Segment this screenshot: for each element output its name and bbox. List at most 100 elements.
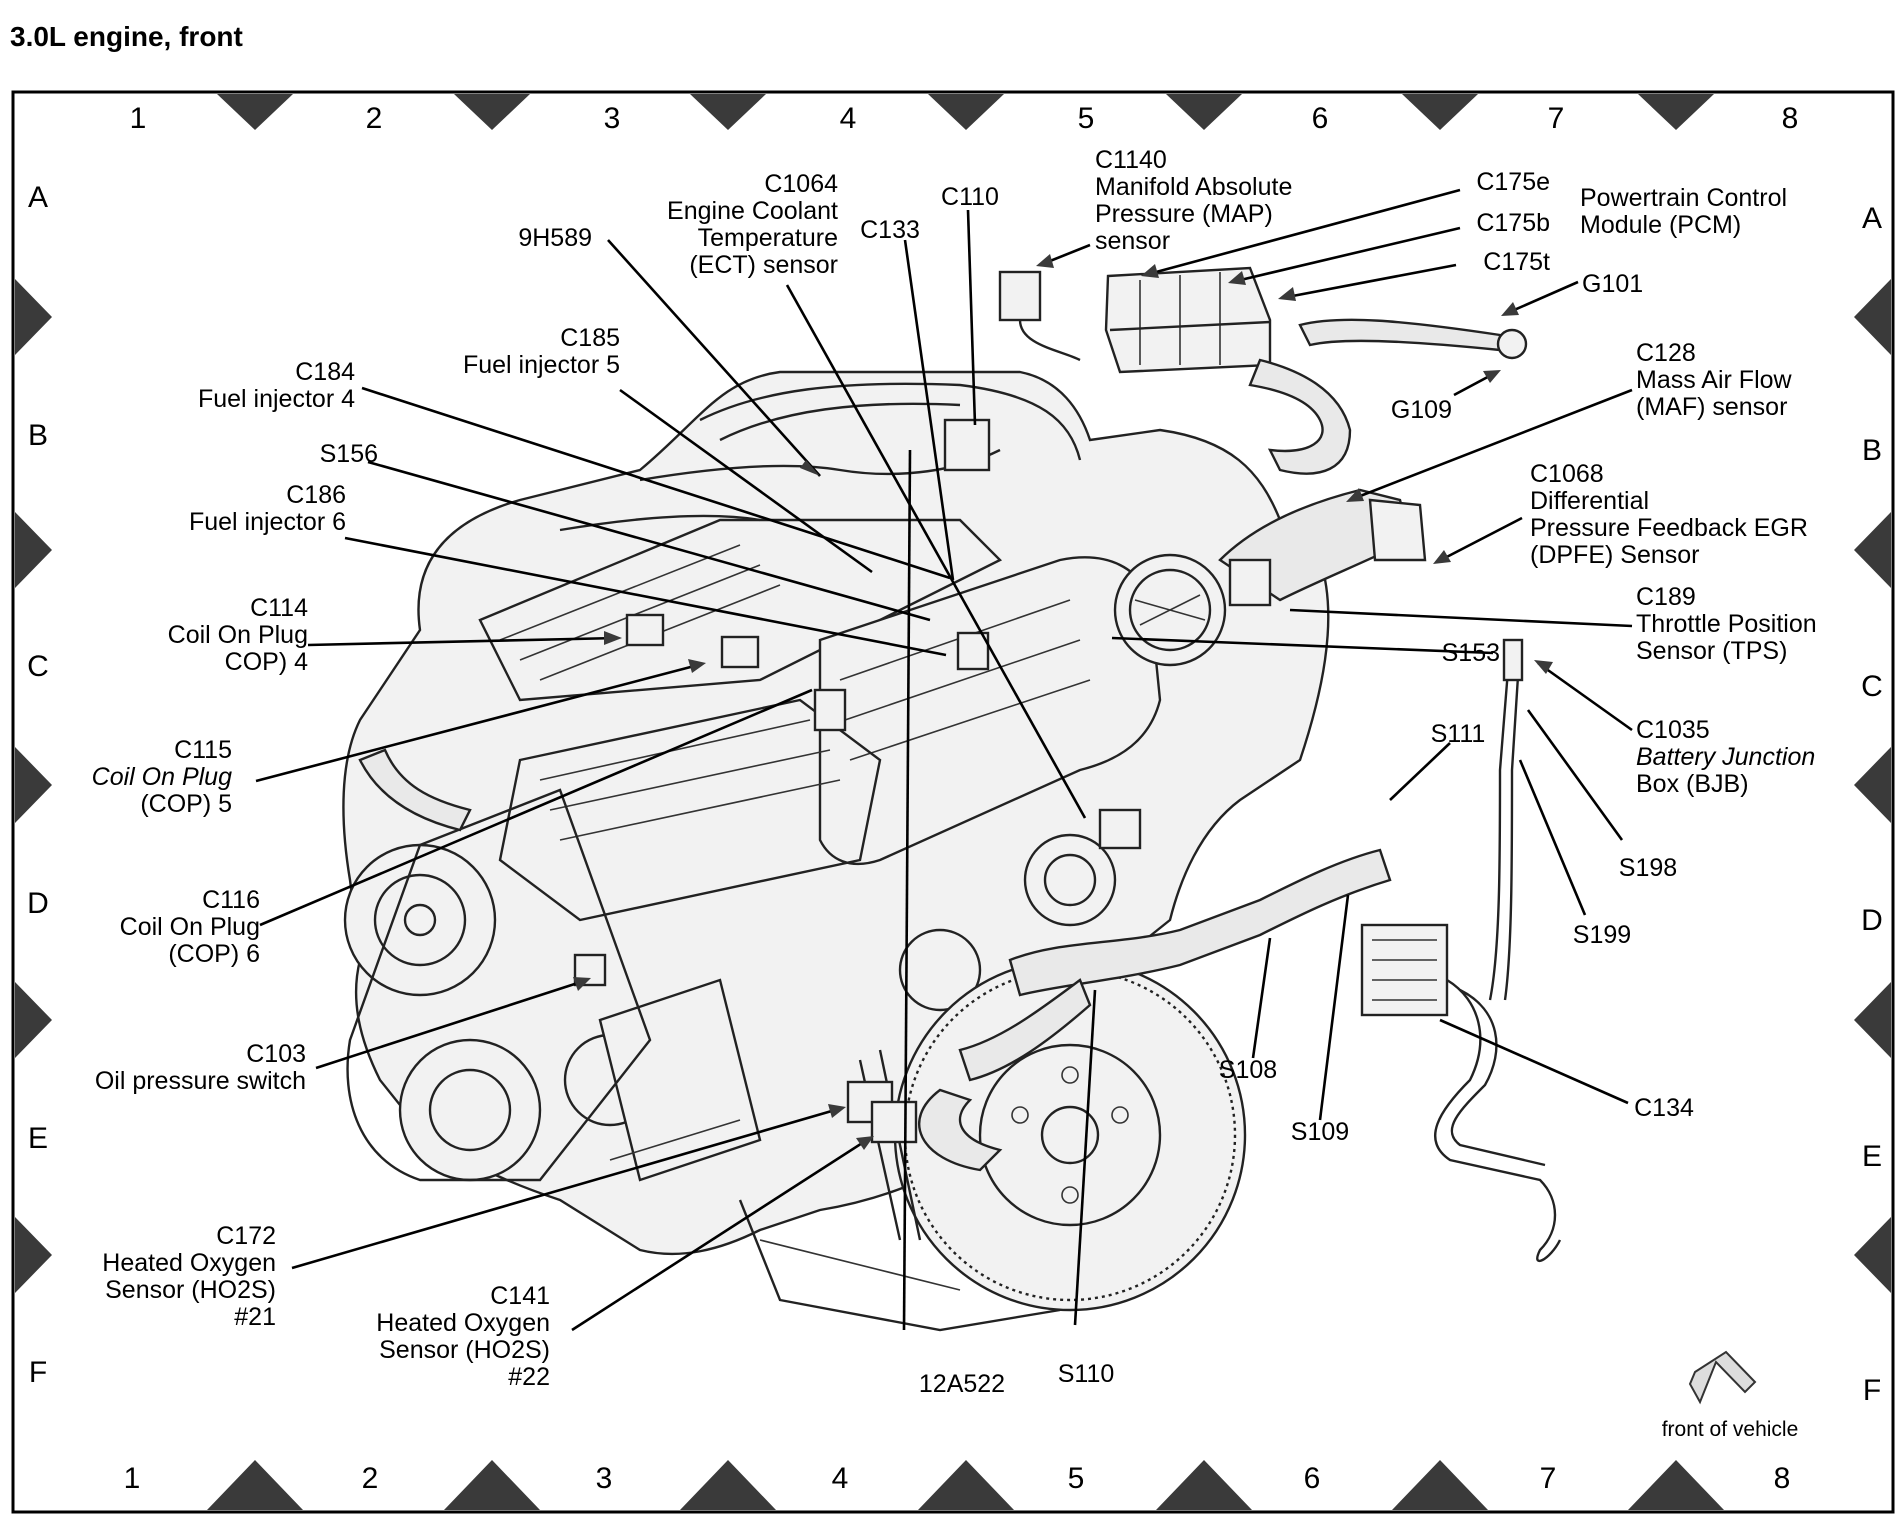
callout-s156-line-0: S156 — [320, 440, 378, 468]
callout-c128-line-0: C128 — [1636, 339, 1696, 367]
grid-divider-right-1 — [1854, 279, 1891, 355]
grid-column-bottom-8: 8 — [1774, 1462, 1791, 1495]
grid-row-left-C: C — [27, 650, 49, 683]
grid-column-bottom-7: 7 — [1540, 1462, 1557, 1495]
callout-g101: G101 — [1582, 270, 1643, 298]
callout-front: front of vehicle — [1662, 1418, 1799, 1441]
callout-c185-line-0: C185 — [560, 324, 620, 352]
grid-row-left-B: B — [28, 419, 48, 452]
callout-c186-line-1: Fuel injector 6 — [189, 508, 346, 536]
callout-c186-line-0: C186 — [286, 481, 346, 509]
grid-divider-left-5 — [15, 1217, 52, 1293]
grid-column-bottom-3: 3 — [596, 1462, 613, 1495]
callout-c114-line-2: COP) 4 — [225, 648, 308, 676]
engine-illustration — [342, 266, 1562, 1332]
grid-row-right-D: D — [1861, 904, 1883, 937]
callout-c1068-line-2: Pressure Feedback EGR — [1530, 514, 1808, 542]
callout-s110: S110 — [1058, 1360, 1115, 1388]
callout-pcm-line-1: Module (PCM) — [1580, 211, 1741, 239]
grid-divider-right-3 — [1854, 747, 1891, 823]
grid-column-bottom-5: 5 — [1068, 1462, 1085, 1495]
grid-divider-top-1 — [217, 94, 293, 130]
callout-c189-line-2: Sensor (TPS) — [1636, 637, 1787, 665]
callout-s199-line-0: S199 — [1573, 921, 1631, 949]
grid-divider-right-4 — [1854, 982, 1891, 1058]
grid-row-left-F: F — [29, 1356, 47, 1389]
grid-divider-top-3 — [690, 94, 766, 130]
callout-c1035-line-1: Battery Junction — [1636, 743, 1815, 771]
callout-c133-line-0: C133 — [860, 216, 920, 244]
callout-c172-line-2: Sensor (HO2S) — [105, 1276, 276, 1304]
callout-c133: C133 — [860, 216, 920, 244]
callout-c134: C134 — [1634, 1094, 1694, 1122]
callout-c175b-line-0: C175b — [1476, 209, 1550, 237]
callout-c114-line-0: C114 — [250, 594, 308, 622]
grid-divider-top-2 — [454, 94, 530, 130]
grid-divider-right-5 — [1854, 1217, 1891, 1293]
callout-s199: S199 — [1573, 921, 1631, 949]
grid-column-top-5: 5 — [1078, 102, 1095, 135]
grid-divider-left-2 — [15, 512, 52, 588]
grid-column-top-3: 3 — [604, 102, 621, 135]
grid-divider-top-7 — [1638, 94, 1714, 130]
grid-divider-top-5 — [1166, 94, 1242, 130]
callout-c1064-line-3: (ECT) sensor — [689, 251, 838, 279]
callout-c1064-line-2: Temperature — [698, 224, 838, 252]
callout-c103-line-1: Oil pressure switch — [95, 1067, 306, 1095]
grid-column-top-1: 1 — [130, 102, 147, 135]
grid-divider-bottom-2 — [444, 1460, 540, 1510]
callout-c134-line-0: C134 — [1634, 1094, 1694, 1122]
grid-column-top-7: 7 — [1548, 102, 1565, 135]
callout-c172-line-1: Heated Oxygen — [102, 1249, 276, 1277]
callout-c115-line-2: (COP) 5 — [140, 790, 232, 818]
callout-s153: S153 — [1442, 639, 1500, 667]
grid-row-right-E: E — [1862, 1140, 1882, 1173]
grid-column-bottom-6: 6 — [1304, 1462, 1321, 1495]
callout-c141-line-2: Sensor (HO2S) — [379, 1336, 550, 1364]
callout-c115-line-0: C115 — [174, 736, 232, 764]
callout-s108-line-0: S108 — [1219, 1056, 1277, 1084]
diagram-frame — [11, 90, 1895, 1514]
callout-c172-line-0: C172 — [216, 1222, 276, 1250]
callout-c116-line-1: Coil On Plug — [120, 913, 260, 941]
callout-c128-line-1: Mass Air Flow — [1636, 366, 1793, 394]
callout-c1140-line-3: sensor — [1095, 227, 1170, 255]
grid-divider-bottom-7 — [1628, 1460, 1724, 1510]
callout-c175e-line-0: C175e — [1476, 168, 1550, 196]
callout-s108: S108 — [1219, 1056, 1277, 1084]
callout-c175e: C175e — [1476, 168, 1550, 196]
callout-s156: S156 — [320, 440, 378, 468]
callout-c189-line-1: Throttle Position — [1636, 610, 1817, 638]
grid-column-bottom-1: 1 — [124, 1462, 141, 1495]
callout-c1064-line-0: C1064 — [764, 170, 838, 198]
callout-c110-line-0: C110 — [941, 183, 999, 211]
callout-pcm-line-0: Powertrain Control — [1580, 184, 1787, 212]
leader-lines — [255, 188, 1633, 1332]
grid-row-right-B: B — [1862, 434, 1882, 467]
callout-c185-line-1: Fuel injector 5 — [463, 351, 620, 379]
grid-divider-left-4 — [15, 982, 52, 1058]
grid-column-bottom-2: 2 — [362, 1462, 379, 1495]
callout-c1140-line-2: Pressure (MAP) — [1095, 200, 1273, 228]
callout-a12522: 12A522 — [919, 1370, 1005, 1398]
callout-c1068-line-3: (DPFE) Sensor — [1530, 541, 1699, 569]
callout-s110-line-0: S110 — [1058, 1360, 1115, 1388]
callout-c1064-line-1: Engine Coolant — [667, 197, 838, 225]
grid-row-left-D: D — [27, 887, 49, 920]
callout-c1068-line-0: C1068 — [1530, 460, 1604, 488]
grid-row-right-C: C — [1861, 670, 1883, 703]
